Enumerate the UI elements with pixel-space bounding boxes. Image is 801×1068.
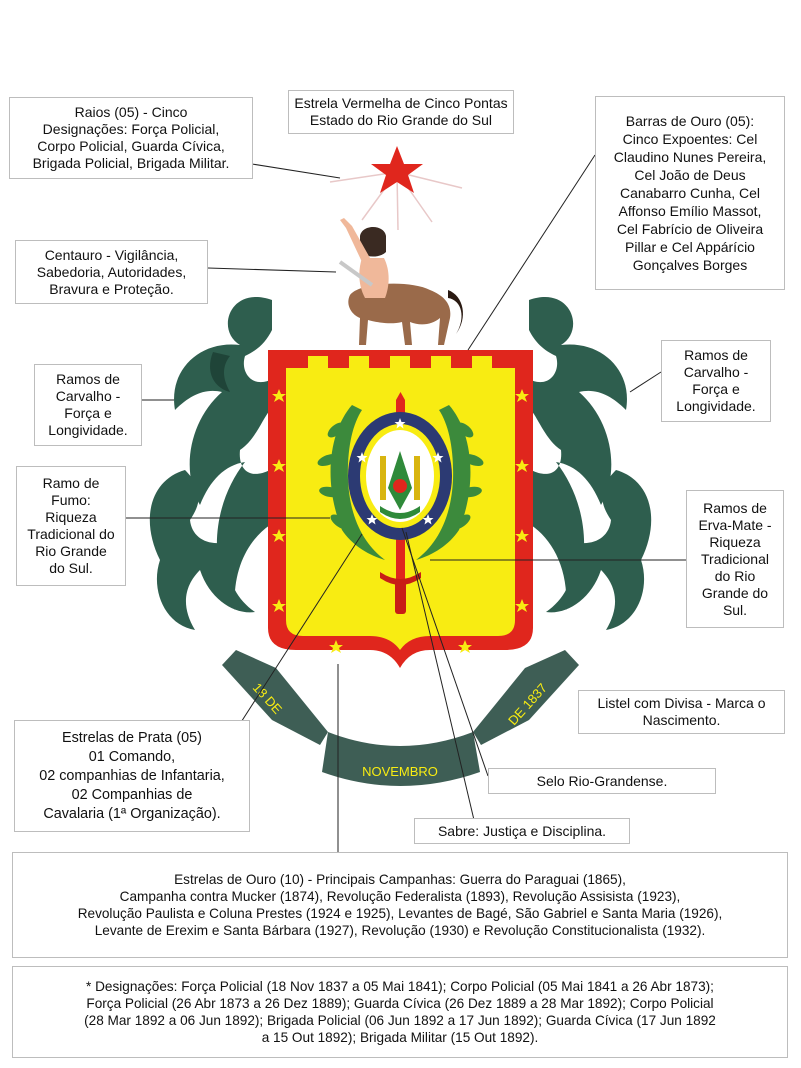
label-erva-mate: Ramos de Erva-Mate - Riqueza Tradicional… (686, 490, 784, 628)
gold-bars (308, 356, 492, 368)
motto-ribbon: 18 DE NOVEMBRO DE 1837 (222, 650, 579, 786)
oak-branches-left-icon (149, 296, 272, 630)
label-barras-ouro: Barras de Ouro (05): Cinco Expoentes: Ce… (595, 96, 785, 290)
gold-stars (272, 389, 529, 653)
silver-stars (356, 418, 444, 525)
oak-branches-right-icon (529, 296, 652, 630)
label-selo: Selo Rio-Grandense. (488, 768, 716, 794)
centaur-icon (338, 218, 463, 345)
label-designacoes: * Designações: Força Policial (18 Nov 18… (12, 966, 788, 1058)
rio-grandense-seal-icon (348, 412, 452, 540)
label-centauro: Centauro - Vigilância, Sabedoria, Autori… (15, 240, 208, 304)
label-estrelas-prata: Estrelas de Prata (05) 01 Comando, 02 co… (14, 720, 250, 832)
label-listel: Listel com Divisa - Marca o Nascimento. (578, 690, 785, 734)
laurel-wreath-icon (317, 405, 484, 560)
label-carvalho-right: Ramos de Carvalho - Força e Longividade. (661, 340, 771, 422)
ribbon-text-center: NOVEMBRO (362, 764, 438, 779)
label-fumo: Ramo de Fumo: Riqueza Tradicional do Rio… (16, 466, 126, 586)
label-estrelas-ouro: Estrelas de Ouro (10) - Principais Campa… (12, 852, 788, 958)
label-carvalho-left: Ramos de Carvalho - Força e Longividade. (34, 364, 142, 446)
leader-lines (126, 154, 686, 852)
label-raios: Raios (05) - Cinco Designações: Força Po… (9, 97, 253, 179)
label-estrela-vermelha: Estrela Vermelha de Cinco Pontas Estado … (288, 90, 514, 134)
red-star-icon (329, 146, 463, 231)
label-sabre: Sabre: Justiça e Disciplina. (414, 818, 630, 844)
